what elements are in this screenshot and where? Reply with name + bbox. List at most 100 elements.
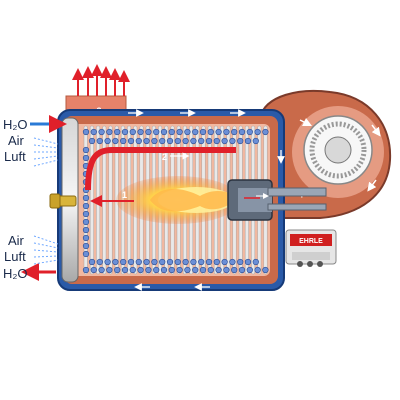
coil-ring [82,234,90,242]
coil-ring [262,128,269,136]
coil-ring [129,128,136,136]
coil-ring [192,266,199,274]
water-manifold [49,117,79,283]
pass-1-label: 1 [122,190,127,200]
coil-ring [215,266,222,274]
coil-ring [174,137,181,145]
coil-ring [82,226,90,234]
coil-ring [176,128,183,136]
coil-ring [82,194,90,202]
coil-ring [198,137,205,145]
coil-ring [174,258,181,266]
coil-ring [153,266,160,274]
coil-ring [244,137,252,145]
coil-ring [231,266,238,274]
coil-ring [112,137,119,145]
coil-ring [184,128,191,136]
coil-ring [159,258,166,266]
coil-ring [231,128,238,136]
coil-ring [145,128,152,136]
coil-ring [137,266,144,274]
coil-ring [246,266,253,274]
coil-ring [104,258,111,266]
coil-ring [82,218,90,226]
flame [116,176,240,224]
coil-ring [215,128,222,136]
coil-ring [90,128,97,136]
coil-ring [246,128,253,136]
coil-ring [192,128,199,136]
coil-ring [237,258,244,266]
coil-ring [82,154,90,162]
coil-ring [182,137,189,145]
coil-ring [137,128,144,136]
hot-gas-return-path [85,147,236,191]
coil-ring [213,137,220,145]
coil-ring [82,146,90,154]
coil-ring [114,128,121,136]
coil-ring [205,258,213,266]
coil-ring [190,258,197,266]
coil-ring [112,258,119,266]
coil-ring [223,128,230,136]
coil-ring [106,128,113,136]
coil-ring [229,137,236,145]
coil-ring [143,137,150,145]
coil-ring [106,266,113,274]
coil-ring [184,266,191,274]
water-outlet-label: H₂O [3,266,28,281]
coil-ring [254,266,261,274]
water-inlet-label: H₂O [3,117,28,132]
air-bottom-label-en: Air [8,233,25,248]
air-flow-top [33,137,59,167]
coil-ring [82,128,90,136]
coil-ring [120,137,127,145]
coil-ring [176,266,183,274]
coil-ring [98,266,105,274]
coil-ring [207,266,214,274]
air-top-label-en: Air [8,133,25,148]
coil-ring [166,258,174,266]
water-outlet: H₂O [3,263,56,281]
control-box: EHRLE [285,229,337,267]
coil-ring [129,266,136,274]
brand-label: EHRLE [299,238,323,245]
pass-2-label: 2 [162,152,167,162]
coil-ring [121,128,129,136]
coil-ring [238,266,246,274]
coil-ring [238,128,246,136]
coil-ring [96,258,103,266]
coil-ring [88,137,96,145]
fan-icon [303,115,373,185]
coil-ring [229,258,236,266]
coil-ring [151,258,158,266]
coil-ring [159,137,166,145]
coil-ring [135,137,142,145]
fan-housing [258,89,392,219]
coil-ring [120,258,127,266]
air-bottom-label-de: Luft [4,249,26,264]
coil-ring [114,266,121,274]
coil-ring [153,128,160,136]
coil-ring [127,258,135,266]
coil-ring [252,258,259,266]
coil-ring [82,202,90,210]
coil-ring [160,266,168,274]
coil-ring [205,137,213,145]
coil-ring [121,266,129,274]
coil-ring [168,266,175,274]
ehrle-logo-icon [290,234,332,246]
coil-ring [143,258,150,266]
air-top-label-de: Luft [4,149,26,164]
coil-ring [252,137,259,145]
coil-ring [254,128,261,136]
burner-nozzle-icon [227,179,327,221]
coil-tube [89,125,94,275]
coil-ring [104,137,111,145]
coil-ring [182,258,189,266]
coil-ring [237,137,244,145]
coil-ring [223,266,230,274]
coil-ring [127,137,135,145]
coil-ring [190,137,197,145]
